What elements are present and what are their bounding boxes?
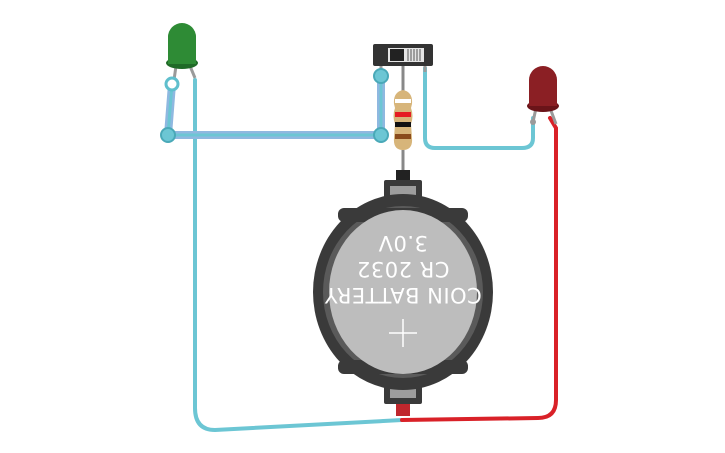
battery-label-line3: 3.0V <box>378 231 428 255</box>
wire-blue-selected-outline[interactable] <box>164 72 385 139</box>
resistor-band-3 <box>395 122 411 127</box>
wire-red-right[interactable] <box>400 116 558 422</box>
battery-plus-symbol <box>389 319 417 347</box>
endpoint-switch-left[interactable] <box>373 68 389 84</box>
switch-grip <box>407 49 421 61</box>
resistor-band-1 <box>395 99 411 103</box>
red-led[interactable] <box>527 66 559 125</box>
wires <box>164 66 558 433</box>
battery-face <box>329 210 477 374</box>
resistor-band-2 <box>395 112 411 117</box>
wire-blue-selected[interactable] <box>166 74 383 137</box>
battery-label-line1: COIN BATTERY <box>324 283 482 307</box>
endpoint-green-led-anode[interactable] <box>164 76 180 92</box>
endpoint-selected-right[interactable] <box>373 127 389 143</box>
wire-blue-switch-to-red-led[interactable] <box>423 66 535 150</box>
endpoint-red-led <box>530 119 536 125</box>
wire-endpoints <box>160 68 536 143</box>
wire-blue-left[interactable] <box>193 78 404 433</box>
green-led[interactable] <box>166 23 198 81</box>
battery-label-group: COIN BATTERY CR 2032 3.0V <box>324 231 482 307</box>
coin-battery[interactable]: COIN BATTERY CR 2032 3.0V <box>313 170 493 416</box>
slide-switch[interactable] <box>373 44 433 76</box>
resistor[interactable] <box>393 90 413 150</box>
battery-label-line2: CR 2032 <box>357 257 450 281</box>
resistor-band-4 <box>395 134 411 139</box>
endpoint-selected-left[interactable] <box>160 127 176 143</box>
